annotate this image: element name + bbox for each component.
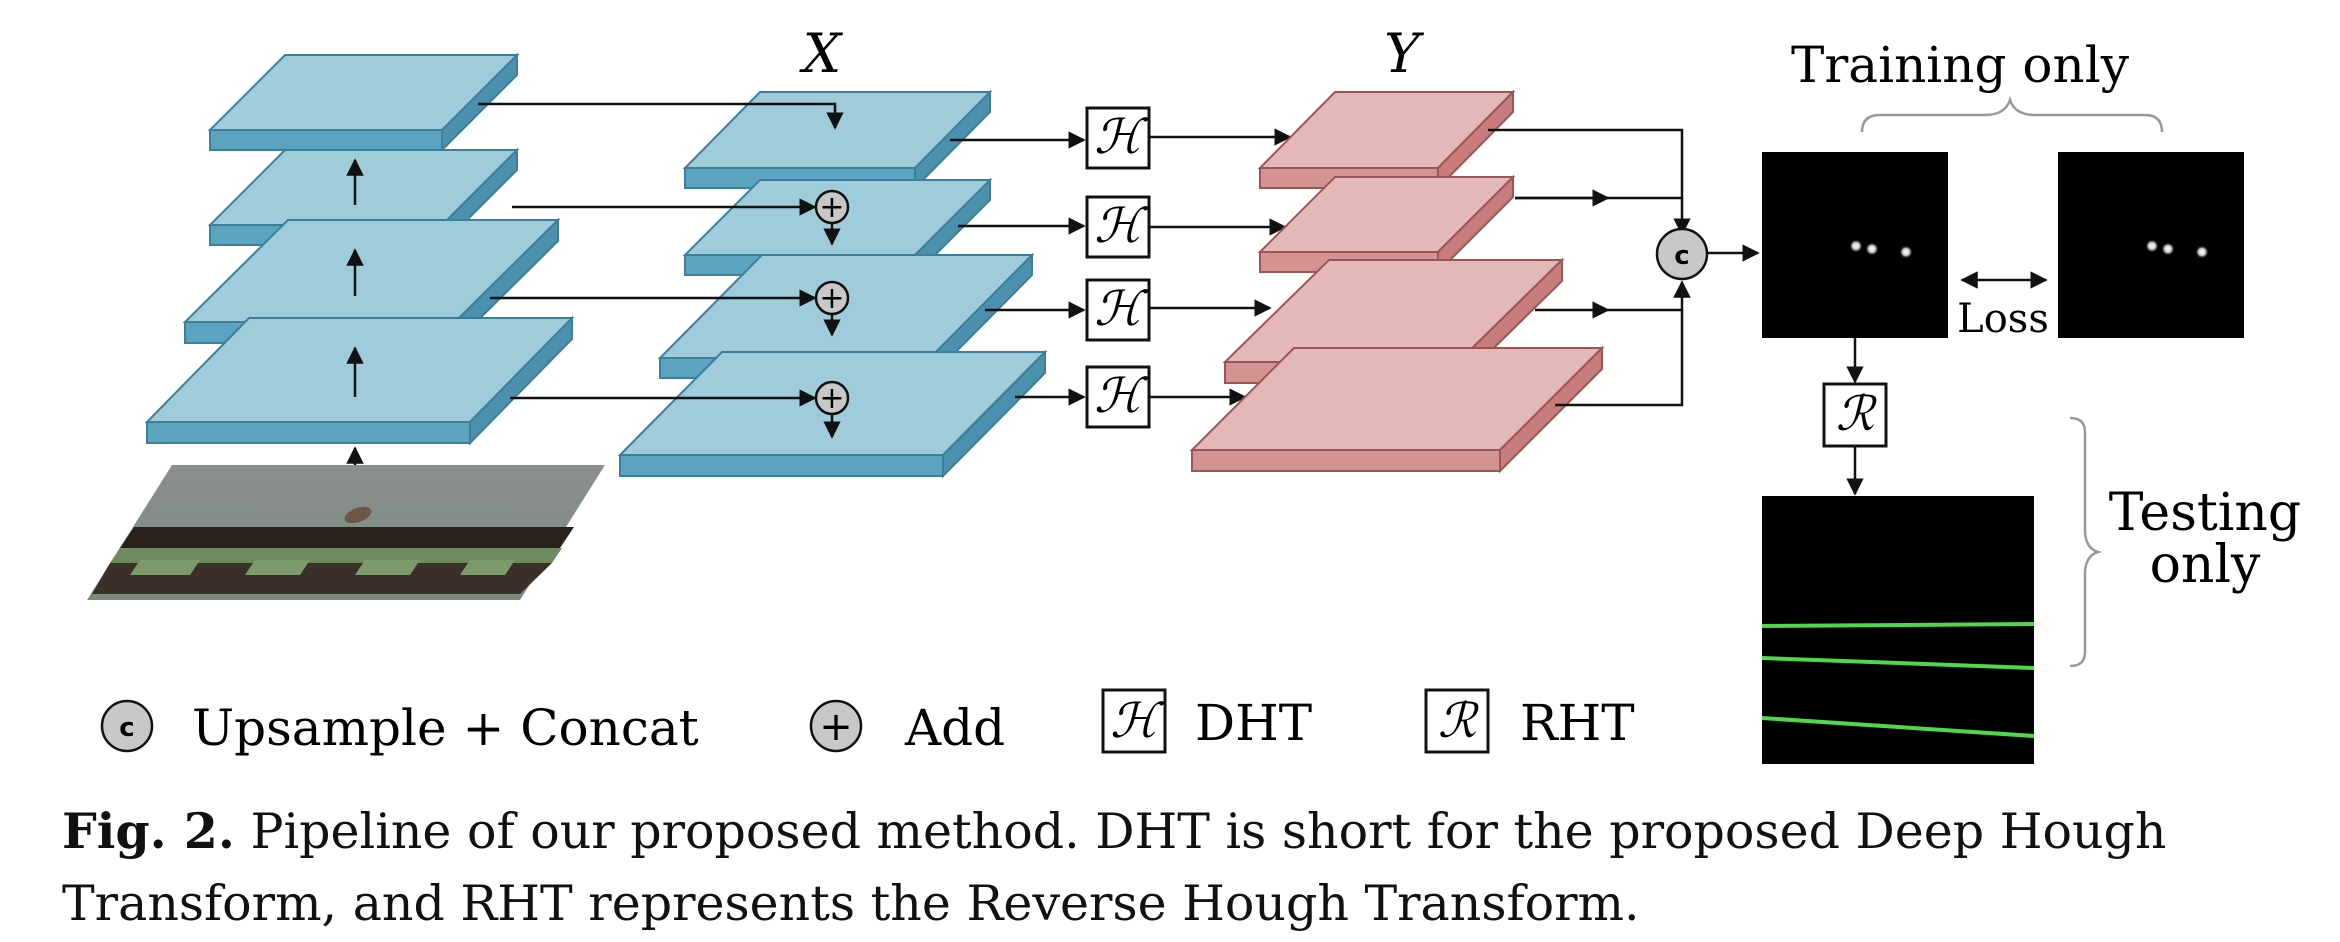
input-image (87, 465, 605, 600)
legend-rht: ℛ RHT (1424, 688, 1635, 754)
add-symbol: + (819, 190, 844, 225)
training-brace (1860, 96, 2164, 133)
legend-concat: c Upsample + Concat (100, 699, 699, 757)
lateral-connections (478, 102, 844, 439)
training-only-label: Training only (1791, 36, 2130, 94)
concat-connections (1488, 128, 1760, 407)
h-symbol: ℋ (1094, 109, 1148, 165)
backbone-stack (144, 52, 575, 515)
line-detection-output (1761, 496, 2035, 764)
caption-line-1: Fig. 2. Pipeline of our proposed method.… (62, 795, 2292, 868)
add-symbol: + (819, 704, 853, 750)
r-symbol: ℛ (1438, 693, 1480, 749)
add-node-1: + (814, 189, 850, 225)
prediction-map (1762, 152, 1948, 338)
rht-box: ℛ (1822, 382, 1888, 448)
add-node-3: + (814, 380, 850, 416)
bird-icon (344, 506, 372, 524)
h-symbol: ℋ (1110, 693, 1164, 749)
legend-add-label: Add (904, 699, 1005, 757)
h-symbol: ℋ (1094, 198, 1148, 254)
legend-dht: ℋ DHT (1101, 688, 1312, 754)
loss-label: Loss (1957, 296, 2049, 342)
ground-truth-map (2058, 152, 2244, 338)
dht-box-1: ℋ (1085, 106, 1151, 170)
r-symbol: ℛ (1836, 386, 1878, 442)
dht-box-2: ℋ (1085, 195, 1151, 259)
figure-caption: Fig. 2. Pipeline of our proposed method.… (62, 795, 2292, 940)
x-label: X (799, 22, 844, 85)
y-label: Y (1384, 22, 1424, 85)
add-symbol: + (819, 381, 844, 416)
caption-prefix: Fig. 2. (62, 802, 235, 860)
x-layer-4 (682, 89, 993, 191)
legend-rht-label: RHT (1520, 694, 1635, 752)
legend-dht-label: DHT (1195, 694, 1312, 752)
concat-symbol: c (119, 713, 134, 743)
dht-box-4: ℋ (1085, 365, 1151, 429)
y-layer-3 (1257, 174, 1516, 275)
h-symbol: ℋ (1094, 368, 1148, 424)
testing-only-line2: only (2150, 535, 2261, 595)
h-symbol: ℋ (1094, 281, 1148, 337)
y-layer-4 (1257, 89, 1516, 191)
caption-line-2: Transform, and RHT represents the Revers… (62, 875, 1640, 932)
backbone-layer-4 (207, 52, 520, 153)
caption-text-1: Pipeline of our proposed method. DHT is … (250, 803, 2167, 860)
concat-symbol: c (1674, 241, 1689, 271)
legend: c Upsample + Concat + Add ℋ DHT ℛ RHT (100, 688, 1635, 757)
concat-node: c (1655, 227, 1709, 281)
backbone-layer-1 (144, 315, 575, 446)
y-stack (1189, 89, 1605, 474)
dht-connections (950, 128, 1292, 406)
add-symbol: + (819, 281, 844, 316)
add-node-2: + (814, 280, 850, 316)
testing-only-line1: Testing (2109, 483, 2301, 543)
legend-concat-label: Upsample + Concat (192, 699, 699, 757)
legend-add: + Add (809, 699, 1005, 757)
y-layer-1 (1189, 345, 1605, 474)
dht-box-3: ℋ (1085, 278, 1151, 342)
testing-brace (2069, 416, 2103, 668)
